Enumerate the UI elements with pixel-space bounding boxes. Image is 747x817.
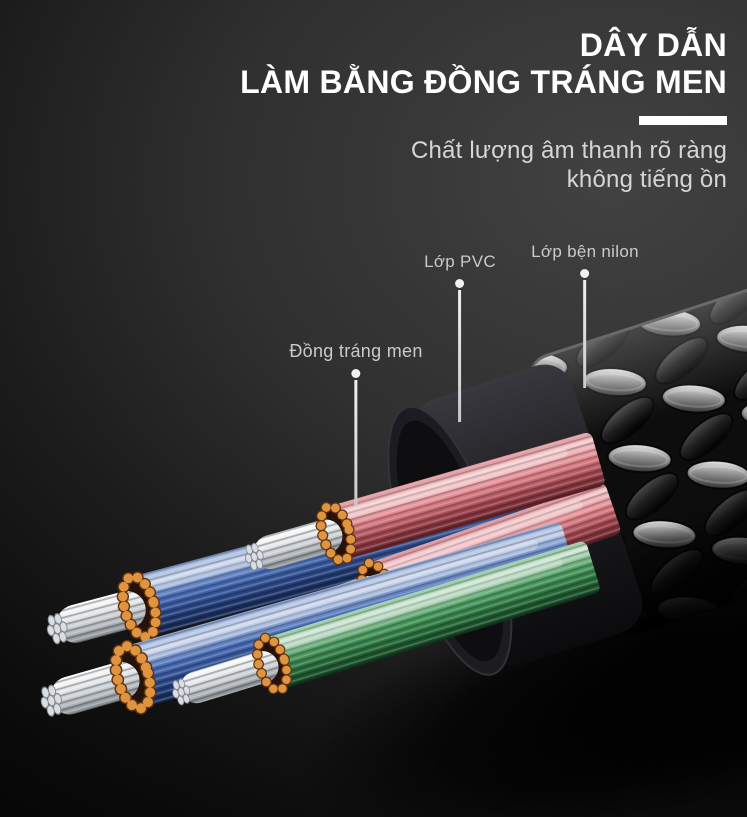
header-block: DÂY DẪN LÀM BẰNG ĐỒNG TRÁNG MEN Chất lượ… (240, 27, 727, 194)
callout-line-nylon (583, 280, 587, 388)
callout-dot-nylon (580, 269, 590, 278)
callout-dot-copper (351, 369, 361, 378)
callout-pvc: Lớp PVC (424, 252, 496, 422)
callout-nylon: Lớp bện nilon (531, 242, 639, 388)
subtitle-line-1: Chất lượng âm thanh rõ ràng (410, 136, 727, 164)
callout-label-copper: Đồng tráng men (289, 341, 423, 361)
page-title: DÂY DẪN LÀM BẰNG ĐỒNG TRÁNG MEN (240, 27, 727, 102)
callout-copper: Đồng tráng men (289, 341, 422, 506)
wire-green (168, 541, 600, 708)
subtitle: Chất lượng âm thanh rõ ràng không tiếng … (240, 137, 727, 195)
silver-strand-bundle (43, 591, 146, 646)
callout-label-pvc: Lớp PVC (424, 252, 496, 271)
callout-label-nylon: Lớp bện nilon (531, 242, 639, 261)
copper-crown (251, 632, 293, 696)
copper-crown (116, 570, 162, 644)
wire-red-top (241, 432, 605, 573)
subtitle-line-2: không tiếng ồn (566, 165, 727, 193)
title-line-1: DÂY DẪN (579, 27, 727, 63)
silver-strand-bundle (36, 661, 140, 719)
copper-crown (315, 500, 357, 567)
callout-dot-pvc (455, 279, 465, 288)
callout-line-copper (354, 380, 358, 506)
title-line-2: LÀM BẰNG ĐỒNG TRÁNG MEN (240, 64, 727, 101)
callout-line-pvc (458, 290, 462, 422)
title-underline (639, 115, 727, 125)
copper-crown (109, 639, 157, 715)
